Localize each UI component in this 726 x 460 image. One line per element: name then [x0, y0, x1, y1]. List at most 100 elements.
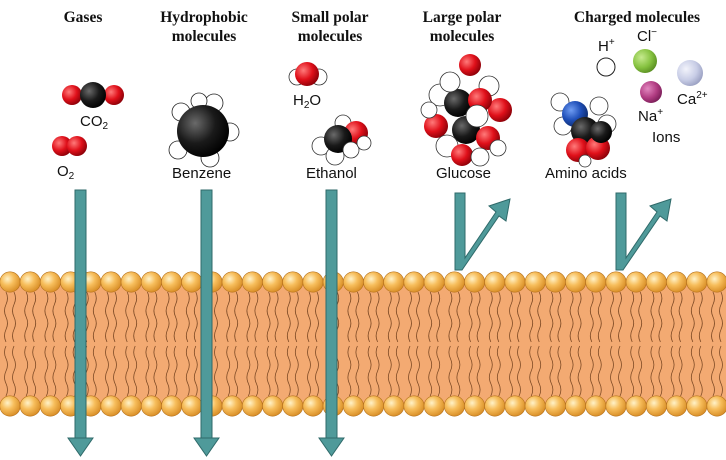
ion-spheres [596, 49, 703, 103]
phospholipid-head [363, 395, 385, 417]
lipid-tail [105, 291, 109, 343]
phospholipid-head [19, 271, 41, 293]
lipid-tail [185, 345, 190, 397]
lipid-tail [113, 291, 117, 343]
phospholipid-head [585, 395, 607, 417]
na-ion-label: Na+ [638, 107, 664, 125]
lipid-tail [678, 291, 683, 343]
lipid-tail [266, 291, 271, 343]
lipid-tail [529, 291, 534, 343]
lipid-tail [125, 291, 130, 343]
lipid-tail [537, 291, 542, 343]
lipid-tail [32, 345, 37, 397]
phospholipid-head [140, 271, 162, 293]
lipid-tail [24, 291, 29, 343]
lipid-tail [630, 345, 635, 397]
glucose-molecule-icon [420, 54, 512, 167]
gases-pass-arrow [67, 189, 94, 457]
lipid-tail [234, 291, 239, 343]
phospholipid-head [443, 271, 465, 293]
phospholipid-head [625, 395, 647, 417]
ethanol-molecule-icon [311, 114, 372, 166]
lipid-tail [347, 345, 352, 397]
lipid-tail [165, 291, 170, 343]
phospholipid-head [262, 271, 284, 293]
amino-acid-molecule-icon [550, 92, 617, 168]
lipid-tail [589, 345, 594, 397]
lipid-tail [395, 291, 400, 343]
phospholipid-head [625, 271, 647, 293]
lipid-tail [436, 345, 441, 397]
phospholipid-head [39, 395, 61, 417]
o2-molecule-icon [52, 136, 87, 156]
lipid-tail [153, 345, 158, 397]
phospholipid-head [403, 395, 425, 417]
lipid-tail [577, 345, 582, 397]
lipid-tail [193, 345, 198, 397]
lipid-tail [537, 345, 542, 397]
lipid-tail [456, 291, 461, 343]
lipid-tail [416, 291, 420, 343]
lipid-tail [153, 291, 158, 343]
lipid-tail [630, 291, 635, 343]
hydrophobic-pass-arrow [193, 189, 220, 457]
lipid-tails [4, 291, 723, 397]
lipid-tail [569, 345, 574, 397]
lipid-tail [226, 345, 231, 397]
phospholipid-head [120, 271, 142, 293]
lipid-tail [488, 291, 493, 343]
benzene-molecule-icon [168, 92, 240, 168]
lipid-tail [610, 345, 614, 397]
phospholipid-head [100, 271, 122, 293]
lipid-tail [274, 291, 279, 343]
lipid-tail [719, 345, 723, 397]
lipid-tail [678, 345, 683, 397]
phospholipid-head [504, 271, 526, 293]
cl-ion-icon [633, 49, 657, 73]
lipid-tail [246, 345, 251, 397]
phospholipid-head [302, 395, 324, 417]
lipid-tail [214, 345, 218, 397]
lipid-tail [12, 345, 16, 397]
lipid-tail [395, 345, 400, 397]
phospholipid-head [544, 271, 566, 293]
phospholipid-head [181, 271, 203, 293]
lipid-tail [254, 291, 259, 343]
h2o-molecule-icon [288, 62, 328, 86]
passage-arrows [67, 189, 672, 457]
lipid-tail [448, 291, 453, 343]
lipid-tail [428, 291, 433, 343]
lipid-tail [670, 345, 675, 397]
lipid-tail [307, 291, 311, 343]
lipid-tail [307, 345, 311, 397]
phospholipid-head [383, 271, 405, 293]
co2-label: CO2 [80, 113, 109, 132]
lipid-tail [254, 345, 259, 397]
phospholipid-head [100, 395, 122, 417]
phospholipid-head [423, 271, 445, 293]
lipid-tail [294, 345, 299, 397]
lipid-tail [698, 291, 703, 343]
h2o-label: H2O [293, 92, 322, 111]
phospholipid-head [645, 395, 667, 417]
lipid-tail [125, 345, 130, 397]
lipid-tail [113, 345, 117, 397]
phospholipid-head [403, 271, 425, 293]
phospholipid-head [423, 395, 445, 417]
lipid-tail [509, 291, 513, 343]
header-gases: Gases [63, 9, 103, 26]
phospholipid-head [342, 271, 364, 293]
cl-ion-label: Cl− [637, 27, 658, 45]
lipid-tail [234, 345, 239, 397]
lipid-tail [375, 291, 380, 343]
lipid-tail [92, 345, 97, 397]
amino-acids-label: Amino acids [545, 165, 627, 182]
lipid-tail [52, 345, 57, 397]
lipid-tail [549, 345, 554, 397]
lipid-tail [375, 345, 380, 397]
phospholipid-head [645, 271, 667, 293]
lipid-tail [618, 345, 622, 397]
phospholipid-head [484, 271, 506, 293]
phospholipid-head [666, 395, 688, 417]
